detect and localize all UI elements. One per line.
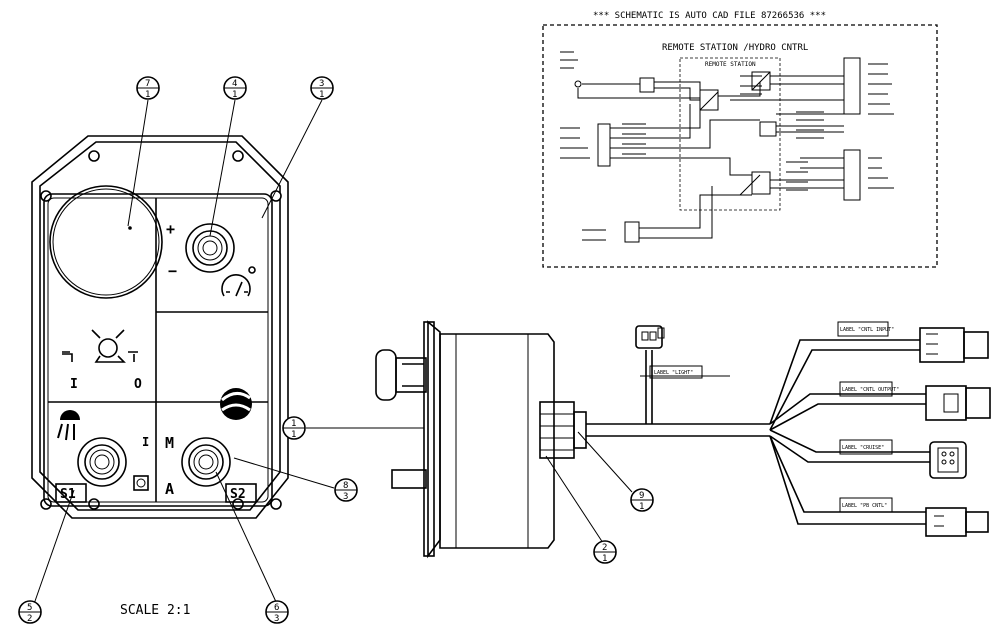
knob-s1[interactable] [77,437,127,487]
control-panel: + − I O [31,135,289,519]
indicator-square [133,475,149,491]
schematic-border [542,24,938,268]
svg-text:S2: S2 [230,487,246,502]
svg-text:5: 5 [27,603,32,613]
switch-label-o: O [134,377,142,392]
harness-labels: LABEL "CNTL INPUT" LABEL "CNTL OUTPUT" L… [837,321,899,513]
schematic-header: *** SCHEMATIC IS AUTO CAD FILE 87266536 … [593,11,826,21]
svg-text:1: 1 [145,90,150,100]
schematic-notes [560,51,894,241]
switch-label-i: I [70,377,78,392]
svg-text:LABEL "CRUISE": LABEL "CRUISE" [842,445,884,451]
svg-text:+: + [166,220,175,238]
side-knob [375,349,397,401]
label-light: LABEL "LIGHT" [654,370,693,376]
brand-logo-icon [220,388,252,420]
plate-s1 [55,483,87,503]
svg-text:8: 8 [343,481,348,491]
svg-text:3: 3 [343,492,348,502]
panel-base-plate [31,135,289,519]
harness-branches [769,339,930,525]
schematic-title: REMOTE STATION /HYDRO CNTRL [662,43,808,53]
svg-text:2: 2 [602,543,607,553]
scale-label: SCALE 2:1 [120,603,190,618]
callout-2: 2 1 [593,540,617,564]
callout-6: 6 3 [265,600,289,624]
callout-9: 9 1 [630,488,654,512]
svg-text:9: 9 [639,491,644,501]
svg-text:3: 3 [274,614,279,624]
panel-face [43,193,273,507]
mounting-holes [40,150,282,510]
speedometer-icon [221,266,256,297]
svg-text:LABEL "CNTL INPUT": LABEL "CNTL INPUT" [840,327,894,333]
light-switch-icon [62,329,138,363]
svg-text:4: 4 [232,79,237,89]
callout-1: 1 1 [282,416,306,440]
side-housing [439,333,555,549]
svg-text:S1: S1 [60,487,76,502]
connector-pb-cntl [925,507,989,537]
switch-label-a: A [165,480,174,498]
knob-s2[interactable] [181,437,231,487]
svg-text:1: 1 [291,430,296,440]
svg-text:1: 1 [319,90,324,100]
connector-cruise [929,441,967,479]
svg-text:2: 2 [27,614,32,624]
svg-text:LABEL "CNTL OUTPUT": LABEL "CNTL OUTPUT" [842,387,899,393]
callout-3: 3 1 [310,76,334,100]
schematic-connectors [574,57,861,243]
panel-base-inner [39,141,281,511]
svg-text:LABEL "PB CNTL": LABEL "PB CNTL" [842,503,887,509]
switch-label-i2: I [142,435,149,449]
svg-text:1: 1 [291,419,296,429]
remote-station-label: REMOTE STATION [705,61,756,68]
remote-station-box [679,57,781,211]
callout-4: 4 1 [223,76,247,100]
switch-label-m: M [165,434,174,452]
svg-text:1: 1 [232,90,237,100]
svg-text:3: 3 [319,79,324,89]
connector-cntl-output [925,385,991,421]
gauge-dial [49,185,163,299]
callout-7: 7 1 [136,76,160,100]
svg-text:−: − [168,262,177,280]
light-connector [635,325,663,349]
svg-text:1: 1 [602,554,607,564]
callout-8: 8 3 [334,478,358,502]
callout-5: 5 2 [18,600,42,624]
schematic-wires [577,71,844,239]
svg-text:7: 7 [145,79,150,89]
hydro-icon [57,410,80,441]
side-view-assembly: LABEL "LIGHT" LABEL "CNTL INPUT" LABEL "… [375,320,991,559]
knob-speed[interactable] [185,223,235,273]
schematic: *** SCHEMATIC IS AUTO CAD FILE 87266536 … [542,11,938,268]
connector-cntl-input [919,327,989,363]
svg-text:6: 6 [274,603,279,613]
callout-leaders [33,99,633,605]
svg-text:1: 1 [639,502,644,512]
